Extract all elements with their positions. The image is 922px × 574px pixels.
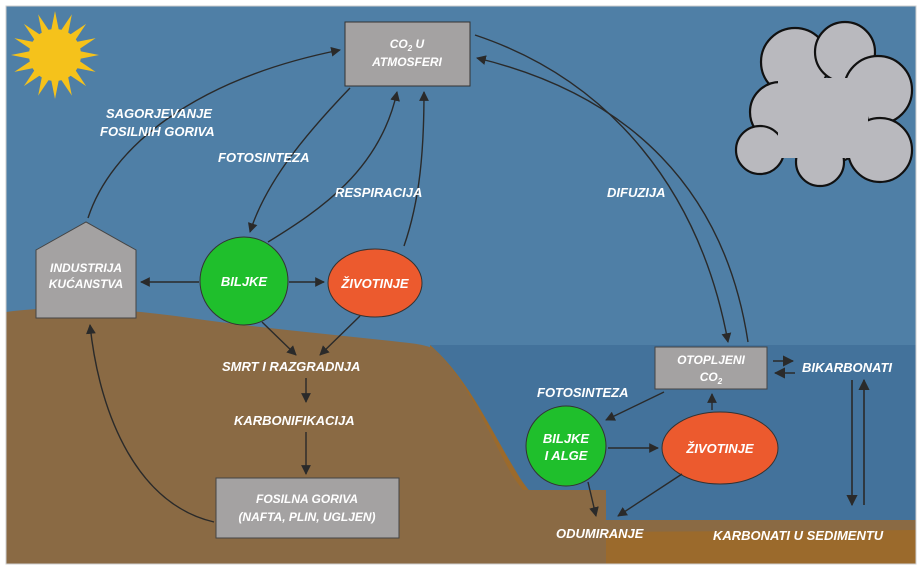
dissolved-co2-label: CO2 [700,370,723,386]
label-fossil-fuels-combustion: FOSILNIH GORIVA [100,124,215,139]
label-sediment-carbonates: KARBONATI U SEDIMENTU [713,528,884,543]
sea-animals-node: ŽIVOTINJE [661,411,779,485]
land-animals-node: ŽIVOTINJE [327,248,423,318]
label-bicarbonates: BIKARBONATI [802,360,892,375]
label-combustion: SAGORJEVANJE [106,106,212,121]
industry-household-box: INDUSTRIJA KUĆANSTVA [35,221,137,319]
arrow-plants-death [261,321,297,356]
arrow-respiration-plants [267,91,400,243]
sea-plants-algae-node: BILJKE I ALGE [525,405,607,487]
arrow-diffusion-down [474,34,732,343]
sea-plants-label: BILJKE [543,431,590,446]
land-plants-label: BILJKE [221,274,268,289]
arrow-respiration-animals [403,91,429,247]
diagram-frame [5,5,917,565]
dissolved-label: OTOPLJENI [677,353,745,367]
arrow-seaplants-dying [587,481,599,517]
industry-label: INDUSTRIJA [50,261,122,275]
arrow-seaanimals-dying [617,473,683,517]
land-animals-label: ŽIVOTINJE [340,276,409,291]
label-photosynthesis-land: FOTOSINTEZA [218,150,309,165]
sea-algae-label: I ALGE [545,448,588,463]
fossil-fuels-box: FOSILNA GORIVA (NAFTA, PLIN, UGLJEN) [215,477,400,539]
label-carbonification: KARBONIFIKACIJA [234,413,355,428]
household-label: KUĆANSTVA [49,276,123,291]
atmosphere-co2-box: CO2 U ATMOSFERI [344,21,471,87]
land-plants-node: BILJKE [199,236,289,326]
label-respiration: RESPIRACIJA [335,185,422,200]
label-photosynthesis-sea: FOTOSINTEZA [537,385,628,400]
arrow-combustion [87,46,341,219]
arrow-animals-death [319,315,361,356]
sea-animals-label: ŽIVOTINJE [685,441,754,456]
flow-arrows [86,34,870,523]
arrow-diffusion-up [476,55,749,343]
atmosphere-label: ATMOSFERI [371,55,442,69]
arrow-dissolved-seaplants [605,391,665,421]
fossil-fuels-examples: (NAFTA, PLIN, UGLJEN) [238,510,375,524]
atmosphere-co2-label: CO2 U [390,37,425,53]
arrow-fossil-industry [86,324,215,523]
land-ground [6,308,916,532]
dissolved-co2-box: OTOPLJENI CO2 [654,346,768,390]
fossil-fuels-label: FOSILNA GORIVA [256,492,358,506]
label-death-decomposition: SMRT I RAZGRADNJA [222,359,360,374]
cloud-icon [734,20,914,188]
sun-icon [11,11,99,99]
arrow-photosynthesis-land [248,87,351,233]
label-dying: ODUMIRANJE [556,526,644,541]
label-diffusion: DIFUZIJA [607,185,666,200]
